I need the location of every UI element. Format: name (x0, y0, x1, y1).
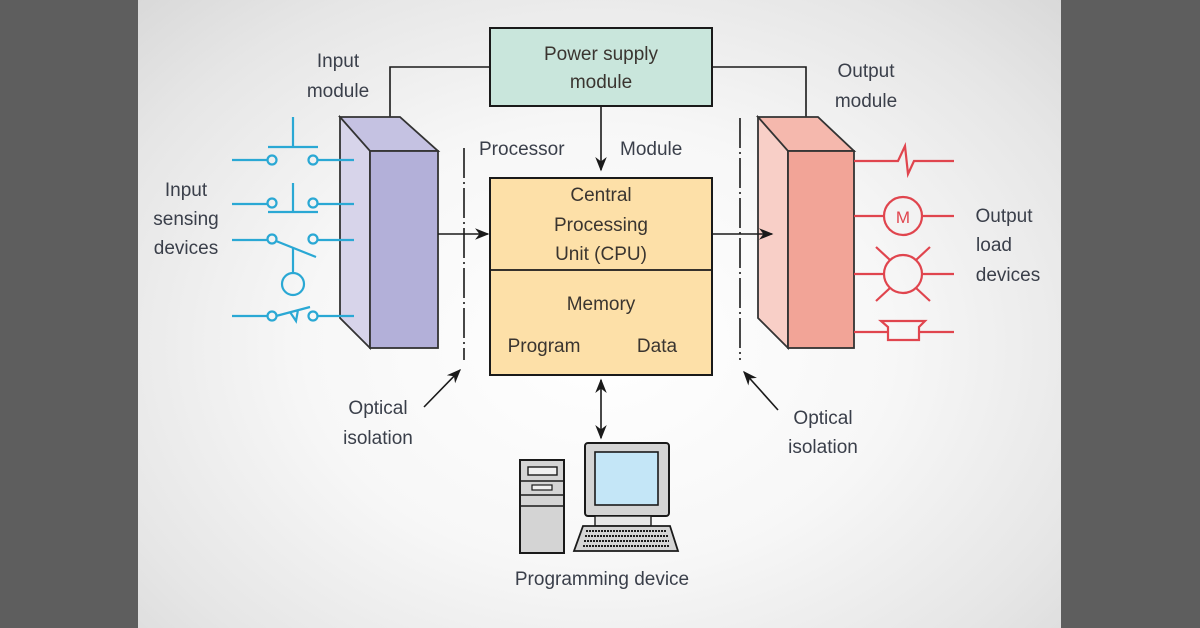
motor-symbol-label: M (896, 208, 910, 227)
pushbutton-no-icon (232, 117, 354, 166)
optical-isolation-pointer-right (743, 370, 779, 411)
float-switch-icon (232, 233, 354, 297)
diagram-canvas: Power supply module Processor Module Cen… (138, 0, 1061, 628)
pilot-light-icon (854, 246, 954, 302)
processor-label: Processor (479, 139, 565, 160)
power-supply-label-line2: module (570, 72, 632, 93)
input-devices-label-line2: sensing (153, 209, 219, 230)
output-module (756, 114, 857, 351)
optical-isolation-pointer-left (423, 368, 462, 408)
input-devices-label-line3: devices (154, 238, 218, 259)
output-devices-label-line3: devices (976, 265, 1040, 286)
input-module-label-line1: Input (317, 51, 360, 72)
temperature-switch-icon (232, 305, 354, 324)
power-supply-module: Power supply module (489, 27, 713, 107)
plc-diagram: Power supply module Processor Module Cen… (153, 27, 1040, 590)
horn-icon (854, 319, 954, 342)
power-supply-label-line1: Power supply (544, 44, 659, 65)
output-module-label-line2: module (835, 91, 897, 112)
input-devices-label-line1: Input (165, 180, 208, 201)
memory-label: Memory (567, 294, 636, 315)
output-module-label-line1: Output (837, 61, 895, 82)
output-devices-label-line2: load (976, 235, 1012, 256)
program-label: Program (508, 336, 581, 357)
heater-icon (854, 141, 954, 179)
optical-isolation-right-line2: isolation (788, 437, 858, 458)
input-module-label-line2: module (307, 81, 369, 102)
module-label: Module (620, 139, 682, 160)
pushbutton-nc-icon (232, 183, 354, 214)
cpu-label-line1: Central (570, 185, 631, 206)
output-devices-label-line1: Output (975, 206, 1033, 227)
data-label: Data (637, 336, 678, 357)
power-to-output-arrow (712, 66, 812, 132)
input-module (338, 114, 441, 351)
motor-icon: M (854, 195, 954, 237)
optical-isolation-left-line1: Optical (348, 398, 407, 419)
optical-isolation-left-line2: isolation (343, 428, 413, 449)
programming-device-label: Programming device (515, 569, 689, 590)
cpu-label-line3: Unit (CPU) (555, 244, 647, 265)
processor-module: Central Processing Unit (CPU) Memory Pro… (489, 177, 713, 376)
computer-icon (519, 442, 680, 554)
optical-isolation-right-line1: Optical (793, 408, 852, 429)
cpu-label-line2: Processing (554, 215, 648, 236)
